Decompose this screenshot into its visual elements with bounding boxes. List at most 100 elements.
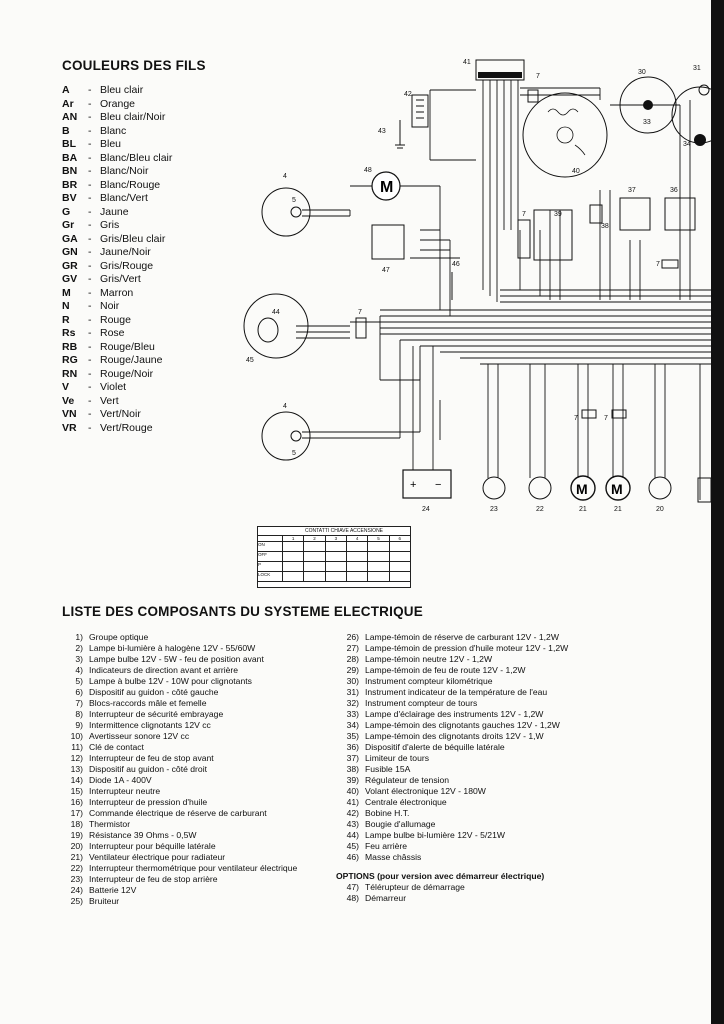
component-item: 18)Thermistor bbox=[60, 819, 315, 830]
colors-title: COULEURS DES FILS bbox=[62, 58, 206, 73]
color-code: BA bbox=[62, 151, 78, 164]
component-number: 38) bbox=[346, 764, 359, 774]
component-item: 44)Lampe bulbe bi-lumière 12V - 5/21W bbox=[336, 830, 598, 841]
component-text: Blocs-raccords mâle et femelle bbox=[89, 698, 207, 708]
component-item: 36)Dispositif d'alerte de béquille latér… bbox=[336, 742, 598, 753]
label-39: 39 bbox=[554, 211, 562, 218]
component-item: 13) Dispositif au guidon - côté droit bbox=[60, 764, 315, 775]
component-number: 1) bbox=[75, 632, 83, 642]
color-code: GR bbox=[62, 259, 78, 272]
component-number: 27) bbox=[346, 643, 359, 653]
component-item: 7) Blocs-raccords mâle et femelle bbox=[60, 698, 315, 709]
key-cell bbox=[282, 552, 303, 561]
key-col: 2 bbox=[303, 536, 324, 541]
label-43: 43 bbox=[378, 128, 386, 135]
component-number: 5) bbox=[75, 676, 83, 686]
component-number: 17) bbox=[70, 808, 83, 818]
component-item: 19)Résistance 39 Ohms - 0,5W bbox=[60, 830, 315, 841]
component-item: 32)Instrument compteur de tours bbox=[336, 698, 598, 709]
component-number: 28) bbox=[346, 654, 359, 664]
key-cell bbox=[303, 572, 324, 581]
component-text: Fusible 15A bbox=[365, 764, 411, 774]
component-item: 1)Groupe optique bbox=[60, 632, 315, 643]
component-text: Dispositif au guidon - côté gauche bbox=[89, 687, 219, 697]
color-name: Rose bbox=[100, 327, 125, 339]
dash: - bbox=[88, 138, 92, 150]
component-text: Lampe bulbe 12V - 5W - feu de position a… bbox=[89, 654, 264, 664]
label-31: 31 bbox=[693, 65, 701, 72]
component-item: 45)Feu arrière bbox=[336, 841, 598, 852]
color-name: Blanc/Noir bbox=[100, 165, 149, 177]
component-text: Batterie 12V bbox=[89, 885, 137, 895]
dash: - bbox=[88, 273, 92, 285]
legend-row: VN-Vert/Noir bbox=[62, 408, 242, 422]
component-item: 24)Batterie 12V bbox=[60, 885, 315, 896]
component-number: 25) bbox=[70, 896, 83, 906]
component-text: Interrupteur thermométrique pour ventila… bbox=[89, 863, 298, 873]
component-item: 40)Volant électronique 12V - 180W bbox=[336, 786, 598, 797]
color-name: Rouge bbox=[100, 313, 131, 326]
component-text: Interrupteur de pression d'huile bbox=[89, 797, 208, 807]
dash: - bbox=[88, 286, 92, 299]
color-name: Rouge/Bleu bbox=[100, 340, 155, 353]
component-text: Diode 1A - 400V bbox=[89, 775, 152, 785]
label-21b: 21 bbox=[614, 506, 622, 513]
color-code: M bbox=[62, 286, 71, 299]
key-cell bbox=[388, 562, 410, 571]
component-number: 3) bbox=[75, 654, 83, 664]
label-36: 36 bbox=[670, 187, 678, 194]
component-item: 12)Interrupteur de feu de stop avant bbox=[60, 753, 315, 764]
dash: - bbox=[88, 340, 92, 353]
component-item: 29)Lampe-témoin de feu de route 12V - 1,… bbox=[336, 665, 598, 676]
dash: - bbox=[88, 165, 92, 177]
component-text: Lampe-témoin de feu de route 12V - 1,2W bbox=[365, 665, 526, 675]
color-name: Blanc/Bleu clair bbox=[100, 151, 173, 164]
color-code: VR bbox=[62, 421, 77, 434]
key-cell bbox=[324, 542, 346, 551]
label-38: 38 bbox=[601, 223, 609, 230]
component-number: 13) bbox=[70, 764, 83, 774]
key-row-label: LOCK bbox=[258, 572, 271, 577]
components-title: LISTE DES COMPOSANTS DU SYSTEME ELECTRIQ… bbox=[62, 604, 423, 619]
color-name: Bleu clair/Noir bbox=[100, 111, 166, 123]
dash: - bbox=[88, 367, 92, 380]
key-col: 3 bbox=[324, 536, 346, 541]
starter-motor-symbol: M bbox=[380, 179, 393, 196]
label-30: 30 bbox=[638, 69, 646, 76]
component-text: Interrupteur de feu de stop arrière bbox=[89, 874, 218, 884]
component-number: 6) bbox=[75, 687, 83, 697]
component-text: Centrale électronique bbox=[365, 797, 447, 807]
dash: - bbox=[88, 421, 92, 434]
color-code: GA bbox=[62, 232, 78, 245]
dash: - bbox=[88, 97, 92, 110]
legend-row: N-Noir bbox=[62, 300, 242, 314]
component-text: Interrupteur de sécurité embrayage bbox=[89, 709, 224, 719]
color-name: Blanc/Rouge bbox=[100, 178, 161, 191]
component-number: 4) bbox=[75, 665, 83, 675]
label-42: 42 bbox=[404, 91, 412, 98]
component-number: 37) bbox=[346, 753, 359, 763]
color-code: N bbox=[62, 300, 70, 312]
key-col: 6 bbox=[388, 536, 410, 541]
legend-row: VR-Vert/Rouge bbox=[62, 422, 242, 436]
label-37: 37 bbox=[628, 187, 636, 194]
component-text: Dispositif au guidon - côté droit bbox=[89, 764, 207, 774]
component-text: Lampe à bulbe 12V - 10W pour clignotants bbox=[89, 676, 252, 686]
components-list-right: 26)Lampe-témoin de réserve de carburant … bbox=[336, 632, 598, 904]
component-text: Commande électrique de réserve de carbur… bbox=[89, 808, 267, 818]
component-text: Lampe-témoin des clignotants gauches 12V… bbox=[365, 720, 560, 730]
component-text: Clé de contact bbox=[89, 742, 144, 752]
color-name: Gris/Bleu clair bbox=[100, 232, 166, 245]
color-code: BR bbox=[62, 178, 78, 191]
key-cell bbox=[388, 542, 410, 551]
label-21a: 21 bbox=[579, 506, 587, 513]
color-code: AN bbox=[62, 111, 78, 123]
component-number: 45) bbox=[346, 841, 359, 851]
component-number: 7) bbox=[75, 698, 83, 708]
key-row: P bbox=[258, 562, 410, 572]
key-cell bbox=[282, 562, 303, 571]
legend-row: A-Bleu clair bbox=[62, 84, 242, 98]
label-7b: 7 bbox=[358, 309, 362, 316]
label-47: 47 bbox=[382, 267, 390, 274]
